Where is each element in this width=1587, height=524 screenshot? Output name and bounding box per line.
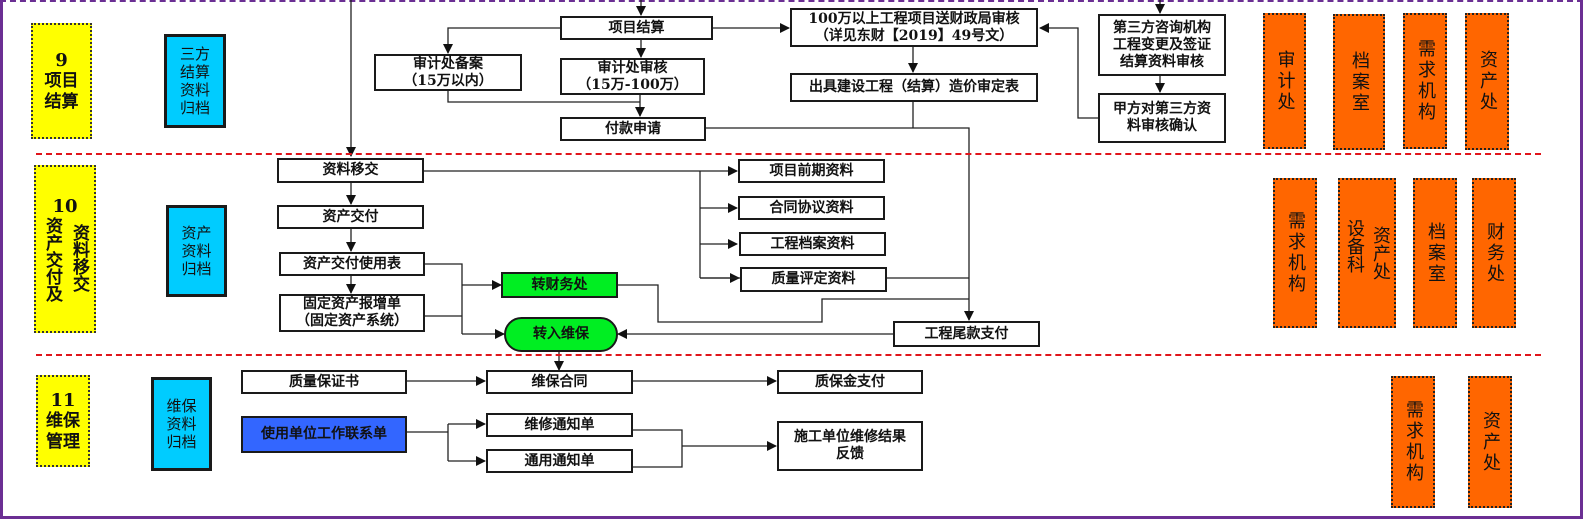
dept-asset-office: 资产处 — [1465, 13, 1509, 150]
node-asset-delivery-form[interactable]: 资产交付使用表 — [279, 252, 425, 276]
node-project-settlement[interactable]: 项目结算 — [560, 16, 713, 40]
stage-10-asset-delivery: 10 资产交付及 资料移交 — [34, 165, 96, 333]
stage-9-project-settlement: 9 项目结算 — [31, 23, 92, 139]
dept-requesting-unit: 需求机构 — [1403, 13, 1447, 149]
node-repair-feedback[interactable]: 施工单位维修结果 反馈 — [777, 421, 923, 471]
node-finance-bureau-review[interactable]: 100万以上工程项目送财政局审核 （详见东财【2019】49号文） — [790, 8, 1038, 47]
stage-number: 10 — [52, 196, 78, 217]
node-asset-delivery[interactable]: 资产交付 — [277, 205, 424, 229]
dept-archives: 档案室 — [1333, 14, 1385, 150]
node-retention-payment[interactable]: 质保金支付 — [777, 370, 923, 394]
node-third-party-review[interactable]: 第三方咨询机构 工程变更及签证 结算资料审核 — [1098, 14, 1226, 76]
stage-number: 11 — [50, 389, 76, 411]
node-to-finance[interactable]: 转财务处 — [501, 272, 618, 298]
node-user-work-contact[interactable]: 使用单位工作联系单 — [241, 416, 407, 453]
node-final-payment[interactable]: 工程尾款支付 — [893, 321, 1040, 347]
dept-finance-office: 财务处 — [1472, 178, 1516, 328]
node-general-notice[interactable]: 通用通知单 — [486, 449, 633, 473]
node-contract-docs[interactable]: 合同协议资料 — [738, 196, 885, 220]
stage-11-maintenance: 11 维保管理 — [36, 375, 90, 467]
dept-asset-office: 资产处 — [1468, 376, 1512, 508]
node-to-maintenance[interactable]: 转入维保 — [504, 317, 618, 352]
node-maintenance-contract[interactable]: 维保合同 — [486, 370, 633, 394]
node-party-a-confirm[interactable]: 甲方对第三方资 料审核确认 — [1098, 93, 1226, 143]
archive-third-party-settlement: 三方 结算 资料 归档 — [164, 34, 226, 128]
dept-asset-equipment: 资产处 设备科 — [1338, 178, 1396, 328]
node-audit-review[interactable]: 审计处审核 （15万-100万） — [560, 58, 705, 95]
archive-asset-materials: 资产 资料 归档 — [166, 205, 227, 297]
dept-requesting-unit: 需求机构 — [1391, 376, 1435, 508]
node-fixed-asset-form[interactable]: 固定资产报增单 （固定资产系统） — [279, 294, 425, 332]
stage-label: 维保管理 — [46, 410, 80, 452]
node-engineering-archive[interactable]: 工程档案资料 — [739, 232, 886, 256]
node-preliminary-docs[interactable]: 项目前期资料 — [738, 159, 885, 183]
section-separator — [36, 153, 1541, 155]
stage-label: 项目结算 — [44, 70, 79, 112]
stage-label-col2: 资料移交 — [69, 223, 89, 292]
node-quality-docs[interactable]: 质量评定资料 — [740, 267, 887, 292]
stage-number: 9 — [55, 49, 68, 71]
dept-requesting-unit: 需求机构 — [1273, 178, 1317, 328]
section-separator — [36, 354, 1541, 356]
node-repair-notice[interactable]: 维修通知单 — [486, 413, 633, 437]
stage-label-col1: 资产交付及 — [42, 217, 62, 302]
dept-archives: 档案室 — [1413, 178, 1457, 328]
dept-audit-office: 审计处 — [1263, 13, 1306, 149]
archive-maintenance-materials: 维保 资料 归档 — [151, 377, 212, 471]
node-audit-filing[interactable]: 审计处备案 （15万以内） — [374, 54, 522, 91]
node-material-transfer[interactable]: 资料移交 — [277, 158, 424, 183]
node-quality-guarantee[interactable]: 质量保证书 — [241, 370, 407, 394]
node-payment-request[interactable]: 付款申请 — [560, 117, 706, 141]
node-cost-approval-form[interactable]: 出具建设工程（结算）造价审定表 — [790, 73, 1038, 102]
